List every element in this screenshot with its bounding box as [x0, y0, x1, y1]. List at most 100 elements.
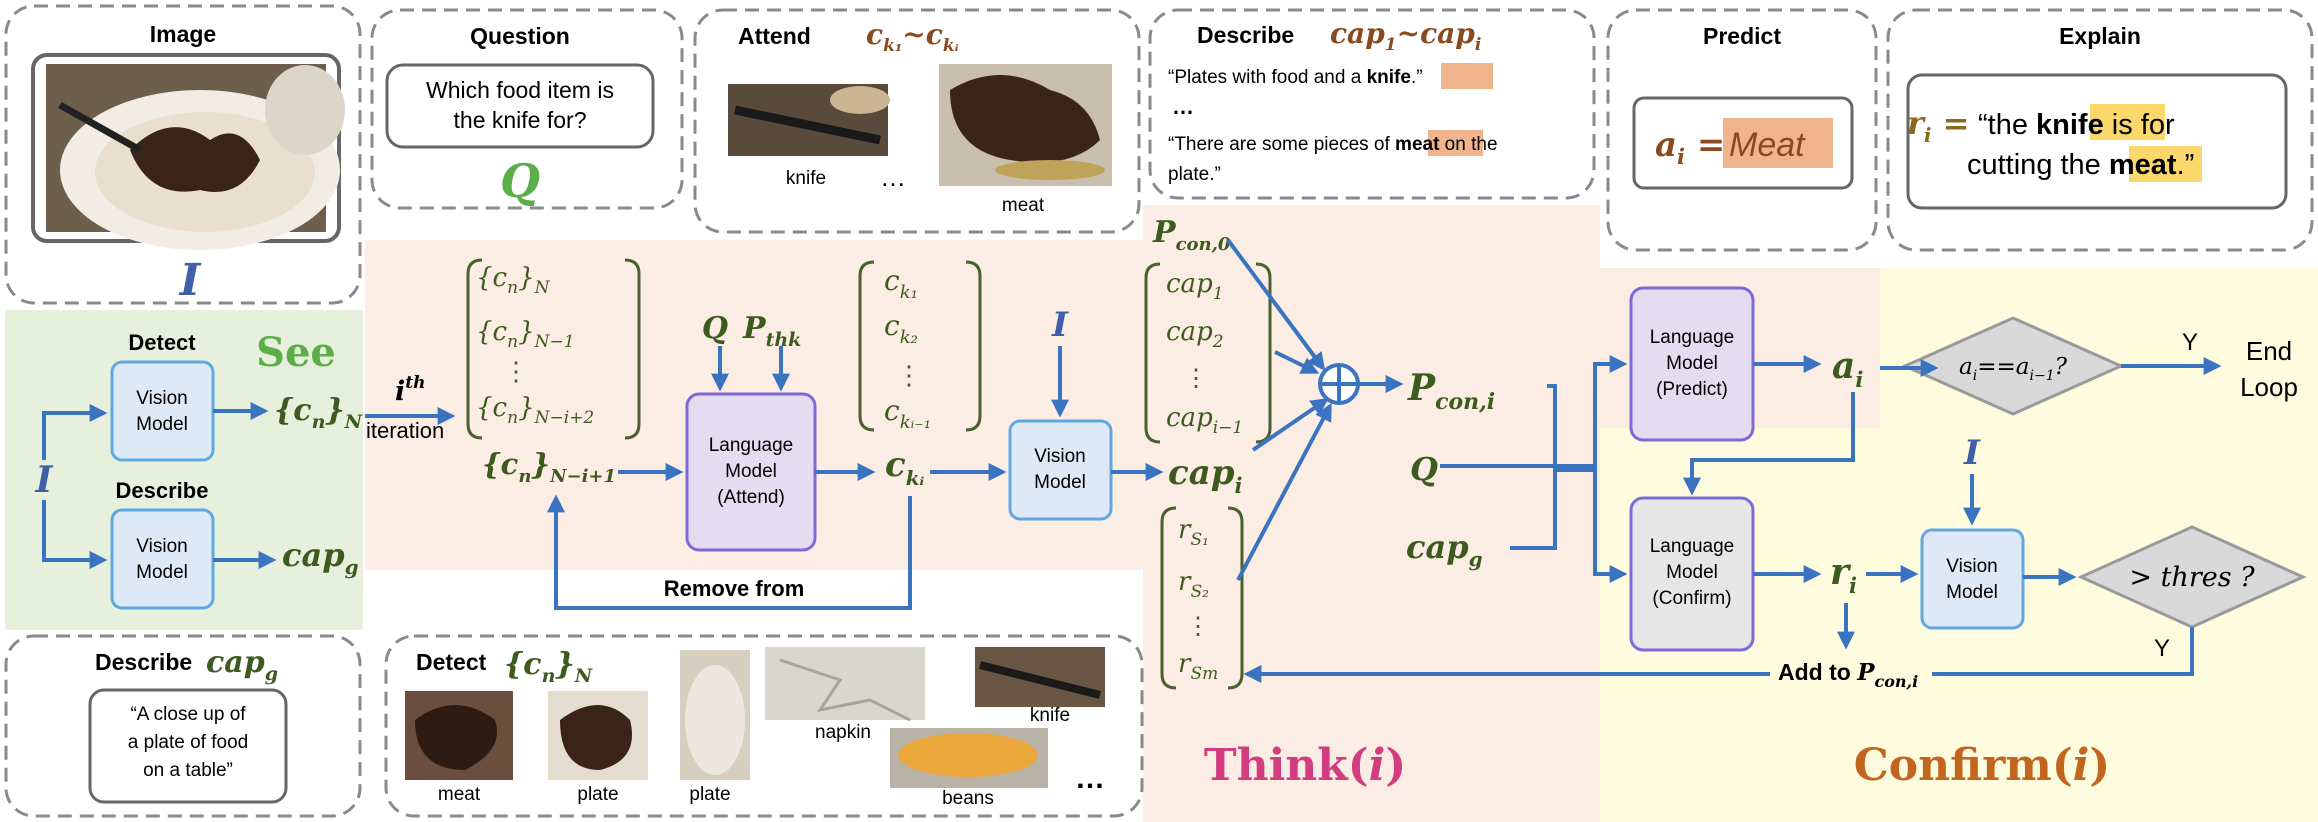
svg-text:Model: Model	[725, 461, 777, 482]
lm-predict-box: Language Model (Predict)	[1629, 286, 1755, 442]
svg-text:Vision: Vision	[1946, 556, 1997, 577]
svg-text:Model: Model	[136, 562, 188, 583]
svg-text:Language: Language	[1650, 327, 1735, 348]
see-vision-model-detect: Vision Model	[110, 360, 215, 462]
svg-text:ck₁: ck₁	[884, 264, 918, 303]
svg-text:{cn}N−i+2: {cn}N−i+2	[476, 393, 594, 428]
end-loop-line2: Loop	[2240, 372, 2298, 402]
describe-math-label: cap1~capi	[1330, 17, 1481, 55]
svg-text:ai==ai−1?: ai==ai−1?	[1959, 354, 2068, 384]
svg-text:rS₁: rS₁	[1178, 515, 1209, 550]
describe-cap-panel: Describe capg “A close up of a plate of …	[4, 634, 362, 818]
y-thres: Y	[2154, 635, 2170, 662]
detected-set: {cn}N {cn}N−1 ⋮ {cn}N−i+2	[466, 258, 641, 440]
svg-text:Vision: Vision	[136, 388, 187, 409]
detect-crop-beans	[890, 728, 1048, 788]
svg-text:Vision: Vision	[136, 536, 187, 557]
svg-text:(Confirm): (Confirm)	[1652, 588, 1731, 609]
confirm-vision-model: Vision Model	[1920, 528, 2025, 630]
see-input-i: I	[35, 459, 54, 501]
meat-crop	[939, 64, 1112, 186]
svg-text:⋮: ⋮	[1186, 612, 1210, 640]
svg-text:ckᵢ₋₁: ckᵢ₋₁	[884, 394, 931, 433]
end-loop-line1: End	[2246, 336, 2292, 366]
lm-attend-box: Language Model (Attend)	[685, 392, 817, 552]
see-title: See	[256, 329, 336, 376]
a-i: ai	[1832, 345, 1863, 392]
think-q2: Q	[1410, 450, 1438, 488]
detect-label-beans: beans	[942, 788, 994, 809]
ck-set: ck₁ ck₂ ⋮ ckᵢ₋₁	[858, 260, 982, 433]
attend-panel: Attend ck₁~ckᵢ knife … meat	[693, 8, 1141, 234]
add-to-label: Add to Pcon,i	[1778, 659, 1918, 691]
confirm-title: Confirm(i)	[1854, 740, 2110, 791]
think-vision-model: Vision Model	[1008, 419, 1113, 521]
y-end: Y	[2182, 329, 2198, 356]
p-con-0: Pcon,0	[1152, 215, 1231, 255]
current-set: {cn}N−i+1	[482, 447, 616, 487]
question-text-line2: the knife for?	[454, 107, 587, 133]
see-output-detect: {cn}N	[274, 393, 363, 433]
svg-text:⋮: ⋮	[896, 361, 922, 391]
think-title: Think(i)	[1204, 740, 1406, 791]
p-con-i: Pcon,i	[1407, 367, 1495, 415]
svg-text:⋮: ⋮	[1184, 364, 1208, 392]
iteration-i: ith	[395, 373, 425, 407]
image-panel-title: Image	[150, 21, 216, 47]
svg-text:cap2: cap2	[1166, 317, 1224, 352]
think-i-input: I	[1051, 305, 1069, 345]
attend-ellipsis: …	[880, 162, 906, 192]
ck-current: ckᵢ	[885, 445, 925, 490]
see-arrows	[42, 402, 456, 569]
describe-cap-line2: a plate of food	[128, 732, 248, 753]
svg-text:> thres ?: > thres ?	[2129, 562, 2255, 593]
describe-cap-title: Describe	[95, 649, 192, 675]
iteration-word: iteration	[366, 418, 444, 443]
detect-label-napkin: napkin	[815, 722, 871, 743]
food-photo	[46, 64, 345, 250]
svg-text:{cn}N: {cn}N	[476, 263, 551, 298]
svg-text:capi−1: capi−1	[1166, 403, 1243, 438]
describe-cap-math: capg	[206, 645, 278, 685]
remove-from-label: Remove from	[664, 576, 805, 601]
question-text-line1: Which food item is	[426, 77, 614, 103]
describe-panel: Describe cap1~capi “Plates with food and…	[1148, 8, 1596, 200]
think-cap-g: capg	[1406, 528, 1483, 571]
image-symbol: I	[178, 255, 202, 306]
detect-label-plate2: plate	[689, 784, 730, 805]
svg-text:Model: Model	[136, 414, 188, 435]
r-i: ri	[1830, 551, 1857, 598]
svg-text:{cn}N−1: {cn}N−1	[476, 317, 575, 352]
attend-meat-label: meat	[1002, 195, 1045, 216]
attend-panel-title: Attend	[738, 23, 811, 49]
describe-panel-title: Describe	[1197, 22, 1294, 48]
svg-text:(Predict): (Predict)	[1656, 379, 1728, 400]
diamond-equal: ai==ai−1?	[1901, 316, 2125, 416]
svg-text:cap1: cap1	[1166, 269, 1224, 304]
detect-crop-plate1	[548, 691, 648, 780]
see-vision-model-describe: Vision Model	[110, 508, 215, 610]
detect-crop-napkin	[765, 647, 925, 722]
lm-confirm-box: Language Model (Confirm)	[1629, 496, 1755, 652]
r-set: rS₁ rS₂ ⋮ rSm	[1160, 506, 1244, 690]
explain-line2: cutting the meat.”	[1967, 149, 2194, 181]
explain-line1: “the knife is for	[1978, 109, 2175, 141]
describe-cap-line3: on a table”	[143, 760, 233, 781]
svg-text:rS₂: rS₂	[1178, 567, 1209, 602]
predict-answer: Meat	[1729, 126, 1806, 164]
describe-ellipsis: …	[1172, 94, 1194, 119]
describe-quote2-line2: plate.”	[1168, 164, 1221, 185]
svg-text:Model: Model	[1946, 582, 1998, 603]
predict-panel: Predict ai = Meat	[1606, 8, 1878, 252]
think-q: Q	[702, 311, 728, 346]
detect-panel: Detect {cn}N meat plate plate napkin kni…	[384, 634, 1144, 818]
attend-knife-label: knife	[786, 168, 826, 189]
detect-panel-title: Detect	[416, 649, 487, 675]
svg-text:Language: Language	[1650, 536, 1735, 557]
question-panel: Question Which food item is the knife fo…	[370, 8, 684, 210]
image-panel: Image I	[4, 4, 362, 306]
see-output-describe: capg	[282, 536, 359, 579]
describe-quote2: “There are some pieces of meat on the	[1168, 134, 1498, 155]
detect-crop-plate2	[680, 650, 750, 780]
